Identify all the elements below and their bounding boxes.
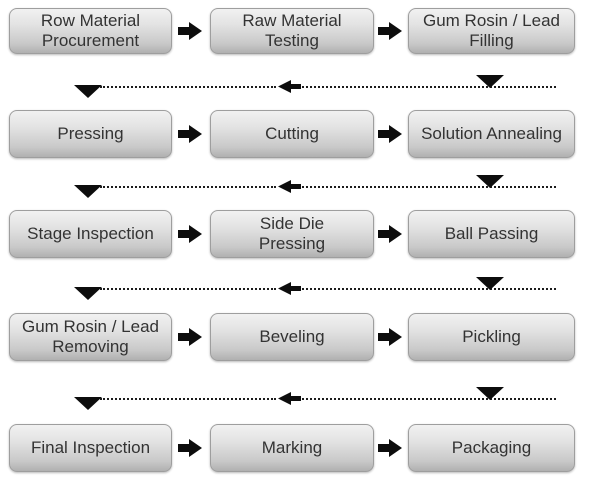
process-step: Cutting xyxy=(210,110,374,158)
process-step: Side Die Pressing xyxy=(210,210,374,258)
right-arrow-icon xyxy=(378,22,402,40)
dotted-return-line xyxy=(100,86,276,88)
process-step-label: Final Inspection xyxy=(30,438,151,457)
process-step-label: Row Material Procurement xyxy=(40,11,141,50)
process-step: Marking xyxy=(210,424,374,472)
right-arrow-icon xyxy=(178,328,202,346)
dotted-return-line xyxy=(100,186,276,188)
left-arrow-icon xyxy=(278,180,301,193)
process-step: Stage Inspection xyxy=(9,210,172,258)
flow-row-5: Final Inspection Marking Packaging xyxy=(0,424,600,472)
right-arrow-icon xyxy=(178,125,202,143)
row-return-connector xyxy=(0,172,600,202)
right-arrow-icon xyxy=(378,439,402,457)
dotted-return-line xyxy=(302,86,556,88)
right-arrow-icon xyxy=(178,439,202,457)
down-triangle-icon xyxy=(476,277,504,290)
dotted-return-line xyxy=(302,186,556,188)
flow-row-2: Pressing Cutting Solution Annealing xyxy=(0,110,600,158)
right-arrow-icon xyxy=(178,225,202,243)
process-step-label: Beveling xyxy=(259,327,325,346)
down-triangle-icon xyxy=(74,185,102,198)
process-step-label: Ball Passing xyxy=(444,224,539,243)
row-return-connector xyxy=(0,72,600,102)
process-step: Pressing xyxy=(9,110,172,158)
process-step: Pickling xyxy=(408,313,575,361)
process-step-label: Side Die Pressing xyxy=(258,214,326,253)
process-step: Solution Annealing xyxy=(408,110,575,158)
dotted-return-line xyxy=(302,288,556,290)
flow-row-4: Gum Rosin / Lead Removing Beveling Pickl… xyxy=(0,313,600,361)
process-step-label: Pressing xyxy=(57,124,124,143)
flow-row-1: Row Material Procurement Raw Material Te… xyxy=(0,8,600,54)
process-step-label: Marking xyxy=(261,438,323,457)
down-triangle-icon xyxy=(476,75,504,88)
down-triangle-icon xyxy=(476,175,504,188)
down-triangle-icon xyxy=(74,287,102,300)
down-triangle-icon xyxy=(74,85,102,98)
dotted-return-line xyxy=(100,288,276,290)
dotted-return-line xyxy=(302,398,556,400)
right-arrow-icon xyxy=(378,328,402,346)
process-step: Raw Material Testing xyxy=(210,8,374,54)
process-step-label: Cutting xyxy=(265,124,319,143)
left-arrow-icon xyxy=(278,80,301,93)
flow-row-3: Stage Inspection Side Die Pressing Ball … xyxy=(0,210,600,258)
right-arrow-icon xyxy=(178,22,202,40)
left-arrow-icon xyxy=(278,282,301,295)
process-step-label: Solution Annealing xyxy=(421,124,562,143)
process-step-label: Pickling xyxy=(462,327,521,346)
down-triangle-icon xyxy=(476,387,504,400)
process-step-label: Gum Rosin / Lead Filling xyxy=(422,11,560,50)
process-step: Ball Passing xyxy=(408,210,575,258)
left-arrow-icon xyxy=(278,392,301,405)
row-return-connector xyxy=(0,274,600,304)
process-step: Gum Rosin / Lead Filling xyxy=(408,8,575,54)
down-triangle-icon xyxy=(74,397,102,410)
process-step: Packaging xyxy=(408,424,575,472)
process-step-label: Packaging xyxy=(451,438,532,457)
process-step-label: Stage Inspection xyxy=(27,224,154,243)
dotted-return-line xyxy=(100,398,276,400)
right-arrow-icon xyxy=(378,225,402,243)
right-arrow-icon xyxy=(378,125,402,143)
process-step: Beveling xyxy=(210,313,374,361)
process-step: Gum Rosin / Lead Removing xyxy=(9,313,172,361)
process-step-label: Raw Material Testing xyxy=(242,11,342,50)
process-step-label: Gum Rosin / Lead Removing xyxy=(21,317,159,356)
process-step: Row Material Procurement xyxy=(9,8,172,54)
process-step: Final Inspection xyxy=(9,424,172,472)
row-return-connector xyxy=(0,384,600,414)
